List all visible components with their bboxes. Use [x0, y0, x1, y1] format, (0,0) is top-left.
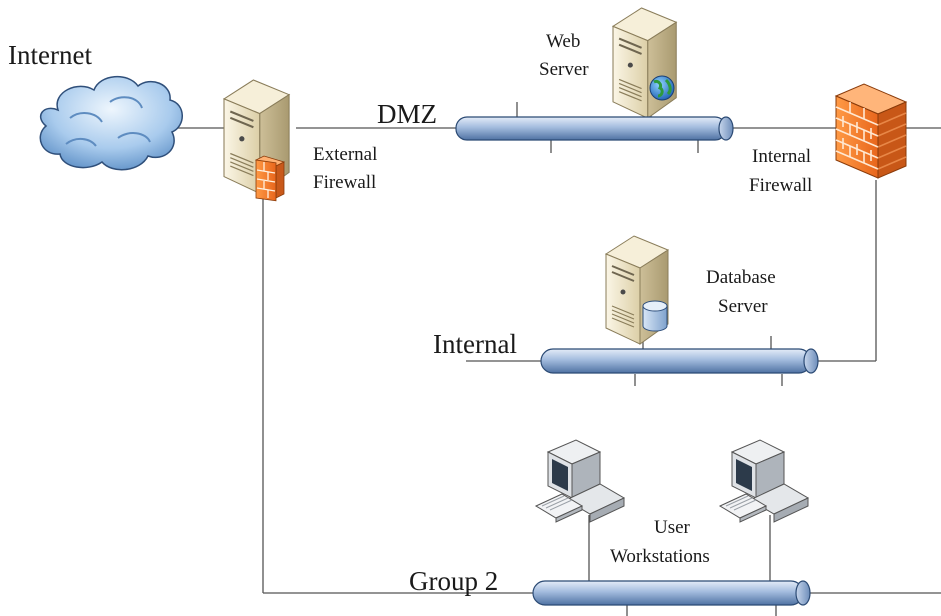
external-firewall-label-line2: Firewall — [313, 172, 376, 193]
external-firewall-icon — [222, 78, 291, 202]
user-workstations-label-line1: User — [654, 517, 691, 538]
database-server-icon — [605, 235, 669, 345]
workstation-left-icon — [535, 439, 625, 523]
database-cylinder-icon — [642, 300, 668, 332]
internal-firewall-label-line2: Firewall — [749, 175, 812, 196]
web-server-label-line2: Server — [539, 59, 589, 80]
internet-label: Internet — [8, 40, 92, 70]
external-firewall-label-line1: External — [313, 144, 377, 165]
dmz-bus — [455, 116, 734, 141]
web-server-label-line1: Web — [546, 31, 580, 52]
group2-label: Group 2 — [409, 566, 498, 596]
group2-bus — [532, 580, 811, 606]
user-workstations-label-line2: Workstations — [610, 546, 710, 567]
internal-firewall-icon — [834, 83, 908, 179]
dmz-label: DMZ — [377, 99, 437, 129]
workstation-right-icon — [719, 439, 809, 523]
internet-cloud-icon — [39, 76, 183, 171]
internal-bus — [540, 348, 819, 374]
database-server-label-line1: Database — [706, 267, 776, 288]
web-server-icon — [611, 6, 678, 120]
internal-label: Internal — [433, 329, 517, 359]
database-server-label-line2: Server — [718, 296, 768, 317]
internal-firewall-label-line1: Internal — [752, 146, 811, 167]
